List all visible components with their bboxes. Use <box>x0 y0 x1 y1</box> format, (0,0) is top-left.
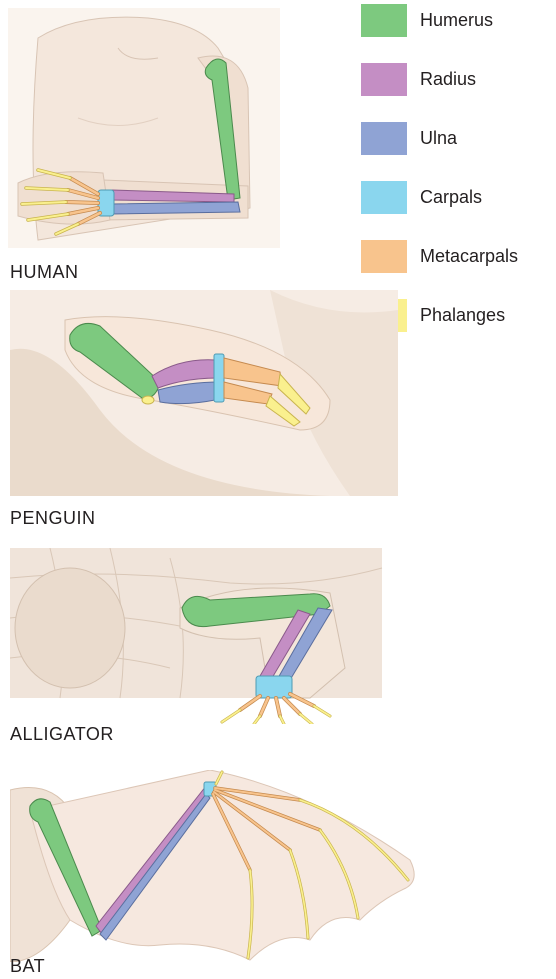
legend-label-metacarpals: Metacarpals <box>420 246 518 267</box>
human-arm-illustration <box>8 8 280 248</box>
bat-wing-illustration <box>10 770 436 962</box>
legend-item-ulna: Ulna <box>361 122 551 181</box>
carpals-swatch <box>361 181 407 214</box>
legend-label-carpals: Carpals <box>420 187 482 208</box>
human-label: HUMAN <box>10 262 79 283</box>
penguin-flipper-illustration <box>10 290 398 496</box>
legend-label-ulna: Ulna <box>420 128 457 149</box>
legend-label-phalanges: Phalanges <box>420 305 505 326</box>
legend-item-carpals: Carpals <box>361 181 551 240</box>
ulna-swatch <box>361 122 407 155</box>
alligator-label: ALLIGATOR <box>10 724 114 745</box>
alligator-panel <box>10 548 436 724</box>
penguin-label: PENGUIN <box>10 508 96 529</box>
penguin-panel <box>10 290 398 496</box>
legend-item-radius: Radius <box>361 63 551 122</box>
humerus-swatch <box>361 4 407 37</box>
radius-swatch <box>361 63 407 96</box>
legend-label-humerus: Humerus <box>420 10 493 31</box>
metacarpals-swatch <box>361 240 407 273</box>
legend-item-humerus: Humerus <box>361 4 551 63</box>
bat-label: BAT <box>10 956 45 977</box>
bat-panel <box>10 770 436 962</box>
human-panel <box>8 8 280 248</box>
alligator-limb-illustration <box>10 548 436 724</box>
legend-label-radius: Radius <box>420 69 476 90</box>
